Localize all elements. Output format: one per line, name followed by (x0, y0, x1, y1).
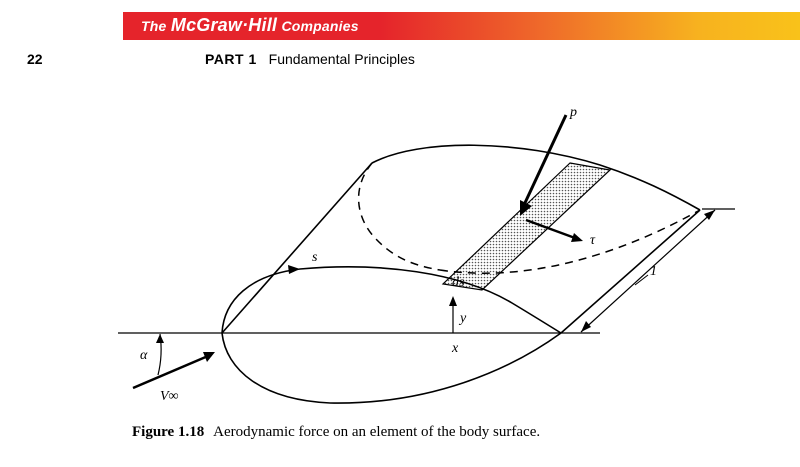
airfoil-figure: 1 x y p τ s ds V∞ α (118, 105, 735, 404)
running-head: PART 1 Fundamental Principles (205, 51, 415, 67)
back-section-upper (371, 144, 701, 211)
figure-caption: Figure 1.18 Aerodynamic force on an elem… (132, 424, 540, 441)
part-label: PART 1 (205, 51, 257, 67)
angle-arc-arrowhead (156, 334, 164, 343)
part-title: Fundamental Principles (268, 51, 415, 67)
y-label: y (458, 311, 467, 326)
span-dimension-line (580, 209, 716, 333)
ds-label: ds (452, 275, 465, 290)
shear-label: τ (590, 233, 596, 248)
freestream-vector (132, 354, 209, 390)
caption-text: Aerodynamic force on an element of the b… (213, 424, 541, 440)
airfoil-upper-surface (221, 266, 562, 334)
surface-element-strip (441, 162, 612, 291)
leading-edge-span-line (221, 162, 373, 334)
pressure-label: p (569, 105, 577, 120)
s-label: s (312, 250, 318, 265)
freestream-label: V∞ (160, 389, 179, 404)
pressure-arrowhead (520, 200, 532, 216)
freestream-arrowhead (203, 352, 215, 362)
shear-arrowhead (571, 233, 583, 242)
trailing-edge-span-line (560, 209, 701, 334)
back-section-hidden-leading-edge (357, 162, 441, 271)
alpha-label: α (140, 348, 148, 363)
publisher-logo: The McGraw·Hill Companies (141, 15, 359, 35)
span-arrow-top (704, 210, 715, 220)
span-label: 1 (650, 264, 657, 279)
shear-stress-vector (525, 218, 576, 240)
airfoil-lower-surface (221, 332, 562, 404)
pressure-vector (522, 114, 568, 206)
s-direction-arrowhead (288, 265, 300, 274)
x-label: x (451, 341, 459, 356)
publisher-banner: The McGraw·Hill Companies (123, 12, 800, 40)
span-arrow-bottom (581, 321, 591, 332)
figure-number: Figure 1.18 (132, 424, 205, 440)
span-label-leader (634, 274, 649, 286)
back-section-hidden-lower (439, 209, 701, 274)
page-number: 22 (27, 51, 43, 67)
y-axis-arrowhead (449, 296, 457, 306)
